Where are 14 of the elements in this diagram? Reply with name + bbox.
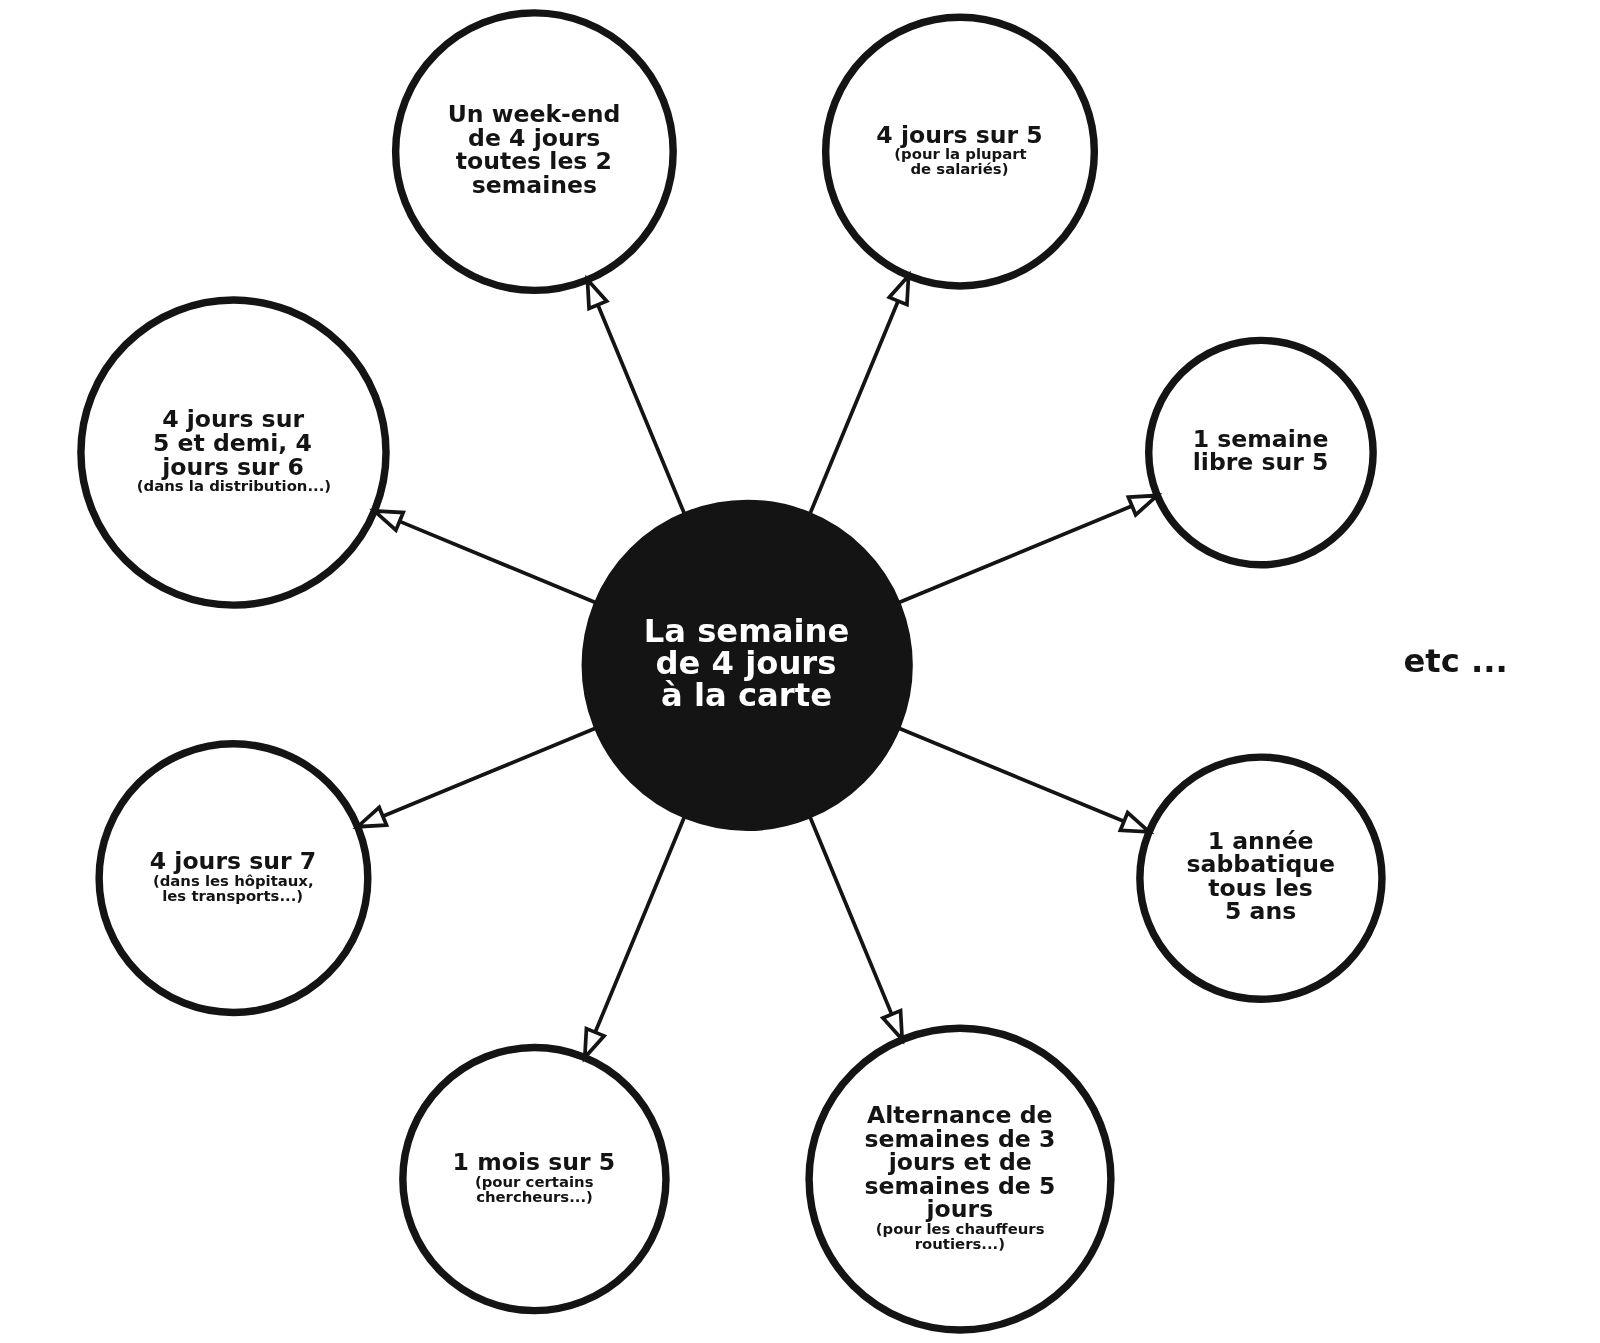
- node-circle: 1 semaine libre sur 5: [1144, 336, 1377, 569]
- node-circle: 1 année sabbatique tous les 5 ans: [1135, 753, 1386, 1003]
- node-circle: Alternance de semaines de 3 jours et de semaines de 5 jours (pour les chauffeurs routiers...): [804, 1024, 1115, 1334]
- arrow: [351, 725, 598, 829]
- node-circle: 4 jours sur 7 (dans les hôpitaux, les transports...): [94, 740, 372, 1017]
- node-circle: Un week-end de 4 jours toutes les 2 semaines: [391, 9, 677, 295]
- node-circle: 4 jours sur 5 (pour la plupart de salariés): [821, 13, 1098, 290]
- node-circle: 4 jours sur 5 et demi, 4 jours sur 6 (dans la distribution...): [76, 296, 390, 609]
- node-circle: La semaine de 4 jours à la carte: [581, 499, 913, 831]
- arrow: [807, 814, 904, 1045]
- node-circle: 1 mois sur 5 (pour certains chercheurs...): [398, 1043, 670, 1315]
- label: etc ...: [1403, 641, 1508, 680]
- arrow: [582, 814, 687, 1063]
- arrow: [368, 508, 598, 605]
